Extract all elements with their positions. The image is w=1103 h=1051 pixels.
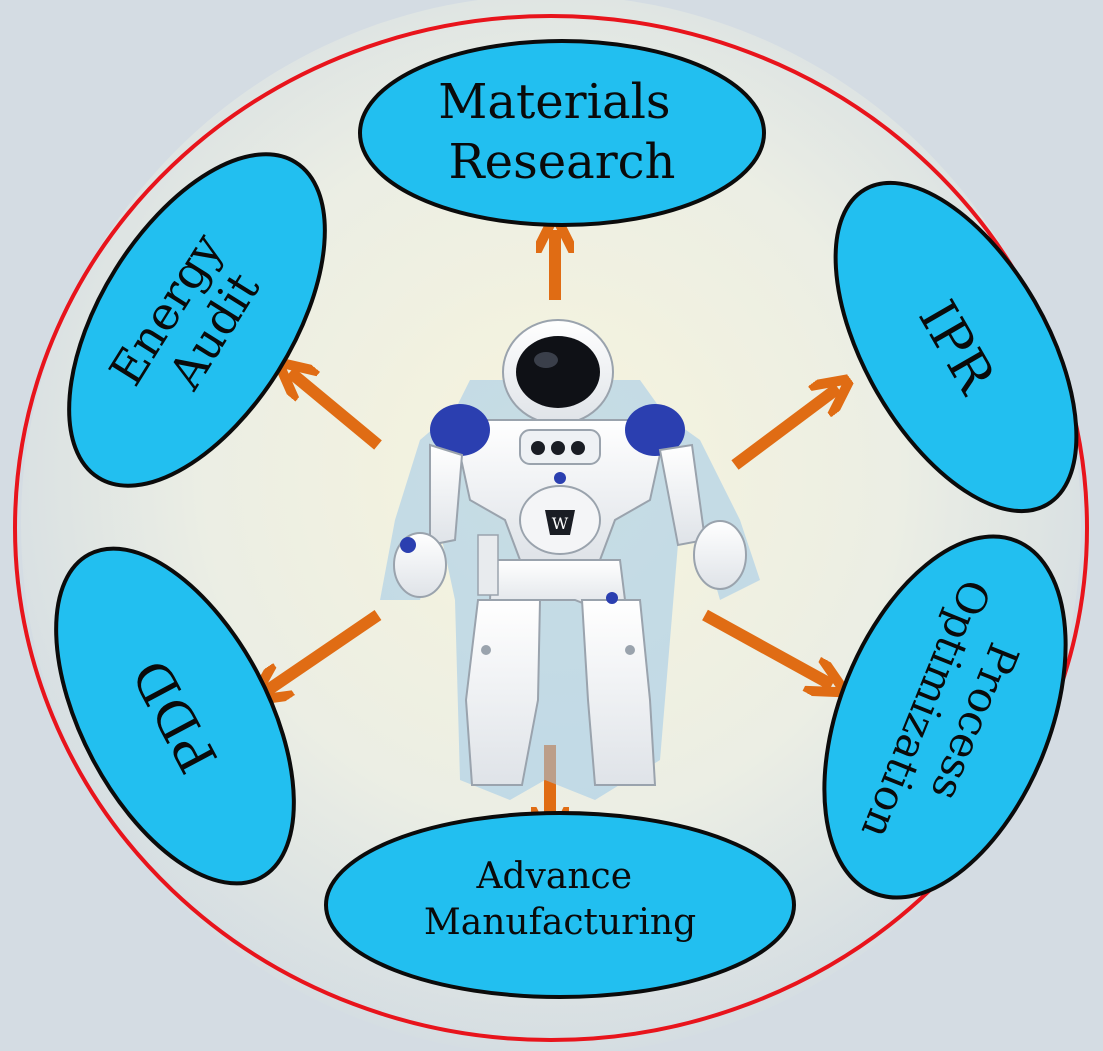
node-process-optimization[interactable]: Process Optimization [776, 502, 1103, 933]
node-ipr[interactable]: IPR [786, 144, 1103, 550]
node-label-line: Research [449, 134, 676, 190]
node-advance-manufacturing[interactable]: Advance Manufacturing [324, 811, 796, 999]
svg-text:Materials Research: Materials Research [438, 74, 686, 190]
arrow-to-ipr [731, 388, 838, 470]
robot-icon: W [380, 319, 760, 800]
node-label-line: Materials [438, 74, 670, 130]
svg-text:W: W [552, 514, 569, 533]
svg-text:Advance Manufacturing: Advance Manufacturing [424, 856, 696, 943]
outer-ring [13, 14, 1089, 1042]
arrow-to-pdd [265, 610, 382, 692]
node-label-line: Manufacturing [424, 902, 696, 943]
node-label-line: Advance [476, 856, 633, 897]
arrow-to-process-optimization [702, 609, 832, 685]
node-materials-research[interactable]: Materials Research [358, 39, 766, 227]
arrow-to-energy-audit [290, 372, 382, 450]
node-pdd[interactable]: PDD [7, 511, 343, 921]
